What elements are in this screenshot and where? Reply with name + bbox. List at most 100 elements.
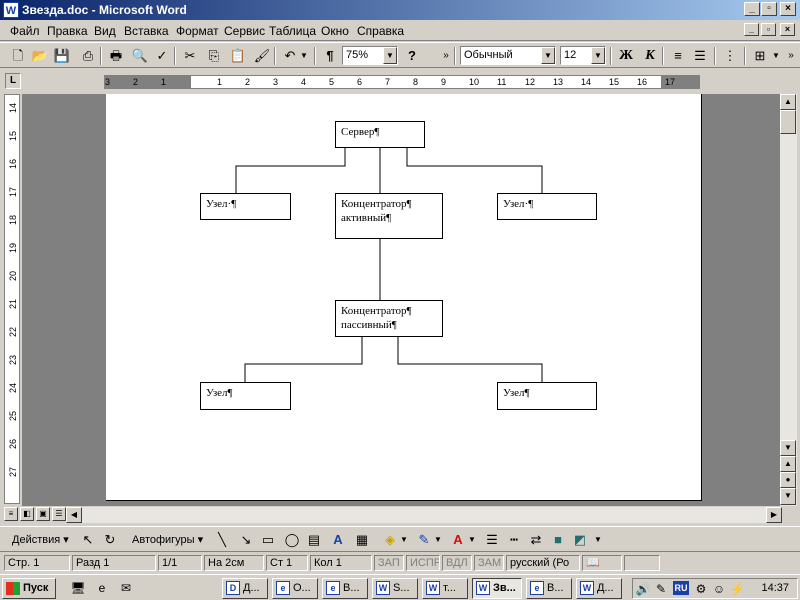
- oval-icon[interactable]: ◯: [284, 532, 300, 547]
- show-formatting-icon[interactable]: ¶: [326, 48, 334, 63]
- passive-hub-node[interactable]: Концентратор¶ пассивный¶: [335, 300, 443, 337]
- document-page[interactable]: Сервер¶ Узел·¶ Концентратор¶ активный¶ У…: [106, 94, 702, 501]
- bold-button[interactable]: Ж: [619, 48, 633, 63]
- internet-explorer-icon[interactable]: e: [98, 581, 106, 595]
- new-document-icon[interactable]: 🗋: [12, 48, 24, 63]
- actions-menu[interactable]: Действия ▾: [12, 534, 69, 546]
- tray-app-icon[interactable]: ☺: [712, 582, 726, 596]
- text-box-icon[interactable]: ▤: [307, 532, 321, 547]
- word-app-icon[interactable]: W: [3, 2, 19, 18]
- node-right-top[interactable]: Узел·¶: [497, 193, 597, 220]
- arrow-icon[interactable]: ↘: [240, 532, 252, 547]
- menu-insert[interactable]: Вставка: [124, 24, 169, 38]
- maximize-button[interactable]: ▫: [761, 2, 777, 16]
- start-button[interactable]: Пуск: [2, 578, 56, 599]
- drawbar-options-icon[interactable]: ▼: [594, 535, 602, 544]
- style-combo[interactable]: Обычный ▼: [460, 46, 556, 65]
- borders-icon[interactable]: ⊞: [754, 48, 766, 63]
- help-icon[interactable]: ?: [408, 48, 416, 63]
- status-ext[interactable]: ВДЛ: [442, 555, 472, 571]
- spelling-icon[interactable]: ✓: [156, 48, 168, 63]
- close-button[interactable]: ×: [780, 2, 796, 16]
- fill-color-icon[interactable]: ◈: [385, 532, 395, 547]
- horizontal-scrollbar[interactable]: ◀ ▶: [66, 507, 782, 523]
- active-hub-node[interactable]: Концентратор¶ активный¶: [335, 193, 443, 239]
- show-desktop-icon[interactable]: 🖥: [70, 581, 86, 595]
- vertical-scrollbar[interactable]: ▲ ▼ ▲ ● ▼: [780, 94, 797, 506]
- font-size-combo[interactable]: 12 ▼: [560, 46, 606, 65]
- node-left-top[interactable]: Узел·¶: [200, 193, 291, 220]
- normal-view-icon[interactable]: ≡: [4, 507, 18, 521]
- line-icon[interactable]: ╲: [218, 532, 226, 547]
- menu-file[interactable]: Файл: [10, 24, 40, 38]
- clock[interactable]: 14:37: [761, 582, 789, 594]
- menu-view[interactable]: Вид: [94, 24, 116, 38]
- doc-close-button[interactable]: ×: [780, 23, 795, 36]
- outlook-icon[interactable]: ✉: [120, 581, 132, 595]
- status-rec[interactable]: ЗАП: [374, 555, 404, 571]
- 3d-icon[interactable]: ◩: [573, 532, 587, 547]
- server-node[interactable]: Сервер¶: [335, 121, 425, 148]
- borders-dropdown-icon[interactable]: ▼: [772, 51, 780, 60]
- save-icon[interactable]: 💾: [53, 48, 71, 63]
- next-page-icon[interactable]: ▼: [780, 488, 796, 505]
- tab-selector-icon[interactable]: L: [5, 73, 21, 89]
- wordart-icon[interactable]: A: [333, 532, 343, 547]
- toolbar-options-icon-2[interactable]: »: [788, 50, 794, 61]
- menu-edit[interactable]: Правка: [47, 24, 88, 38]
- toolbar-options-icon[interactable]: »: [443, 50, 449, 61]
- rectangle-icon[interactable]: ▭: [261, 532, 275, 547]
- paste-icon[interactable]: 📋: [229, 48, 247, 63]
- align-center-icon[interactable]: ≡: [674, 48, 682, 63]
- undo-icon[interactable]: ↶: [284, 48, 296, 63]
- network-icon[interactable]: ⚙: [695, 582, 707, 596]
- menu-table[interactable]: Таблица: [269, 24, 317, 38]
- language-indicator[interactable]: RU: [673, 581, 689, 595]
- menu-format[interactable]: Формат: [176, 24, 219, 38]
- free-rotate-icon[interactable]: ↻: [104, 532, 116, 547]
- scroll-up-icon[interactable]: ▲: [780, 94, 796, 110]
- print-icon[interactable]: 🖶: [109, 48, 123, 63]
- scroll-thumb[interactable]: [780, 110, 796, 134]
- select-objects-icon[interactable]: ↖: [82, 532, 94, 547]
- clipart-icon[interactable]: ▦: [355, 532, 369, 547]
- font-color-dropdown-icon[interactable]: ▼: [468, 535, 476, 544]
- doc-restore-button[interactable]: ▫: [761, 23, 776, 36]
- scroll-down-icon[interactable]: ▼: [780, 440, 796, 456]
- line-color-dropdown-icon[interactable]: ▼: [434, 535, 442, 544]
- autoshapes-menu[interactable]: Автофигуры ▾: [132, 534, 204, 546]
- style-dropdown-icon[interactable]: ▼: [541, 47, 555, 64]
- print-preview-icon[interactable]: 🔍: [131, 48, 149, 63]
- open-icon[interactable]: 📂: [31, 48, 49, 63]
- print-layout-icon[interactable]: ▣: [36, 507, 50, 521]
- status-ovr[interactable]: ЗАМ: [474, 555, 504, 571]
- scroll-left-icon[interactable]: ◀: [66, 507, 82, 523]
- shadow-icon[interactable]: ■: [554, 532, 562, 547]
- dash-style-icon[interactable]: ┅: [510, 532, 518, 547]
- zoom-dropdown-icon[interactable]: ▼: [383, 47, 397, 64]
- permission-icon[interactable]: ⎙: [82, 48, 94, 63]
- outline-view-icon[interactable]: ☰: [52, 507, 66, 521]
- arrow-style-icon[interactable]: ⇄: [530, 532, 542, 547]
- status-trk[interactable]: ИСПР: [406, 555, 440, 571]
- fill-color-dropdown-icon[interactable]: ▼: [400, 535, 408, 544]
- menu-help[interactable]: Справка: [357, 24, 405, 38]
- prev-page-icon[interactable]: ▲: [780, 456, 796, 472]
- font-color-icon[interactable]: A: [453, 532, 463, 547]
- undo-dropdown-icon[interactable]: ▼: [300, 51, 308, 60]
- pen-icon[interactable]: ✎: [655, 582, 667, 596]
- copy-icon[interactable]: ⎘: [208, 48, 220, 63]
- antivirus-icon[interactable]: ⚡: [729, 582, 745, 596]
- numbering-icon[interactable]: ⋮: [723, 48, 737, 63]
- node-right-bottom[interactable]: Узел¶: [497, 382, 597, 410]
- font-size-dropdown-icon[interactable]: ▼: [591, 47, 605, 64]
- menu-window[interactable]: Окно: [321, 24, 349, 38]
